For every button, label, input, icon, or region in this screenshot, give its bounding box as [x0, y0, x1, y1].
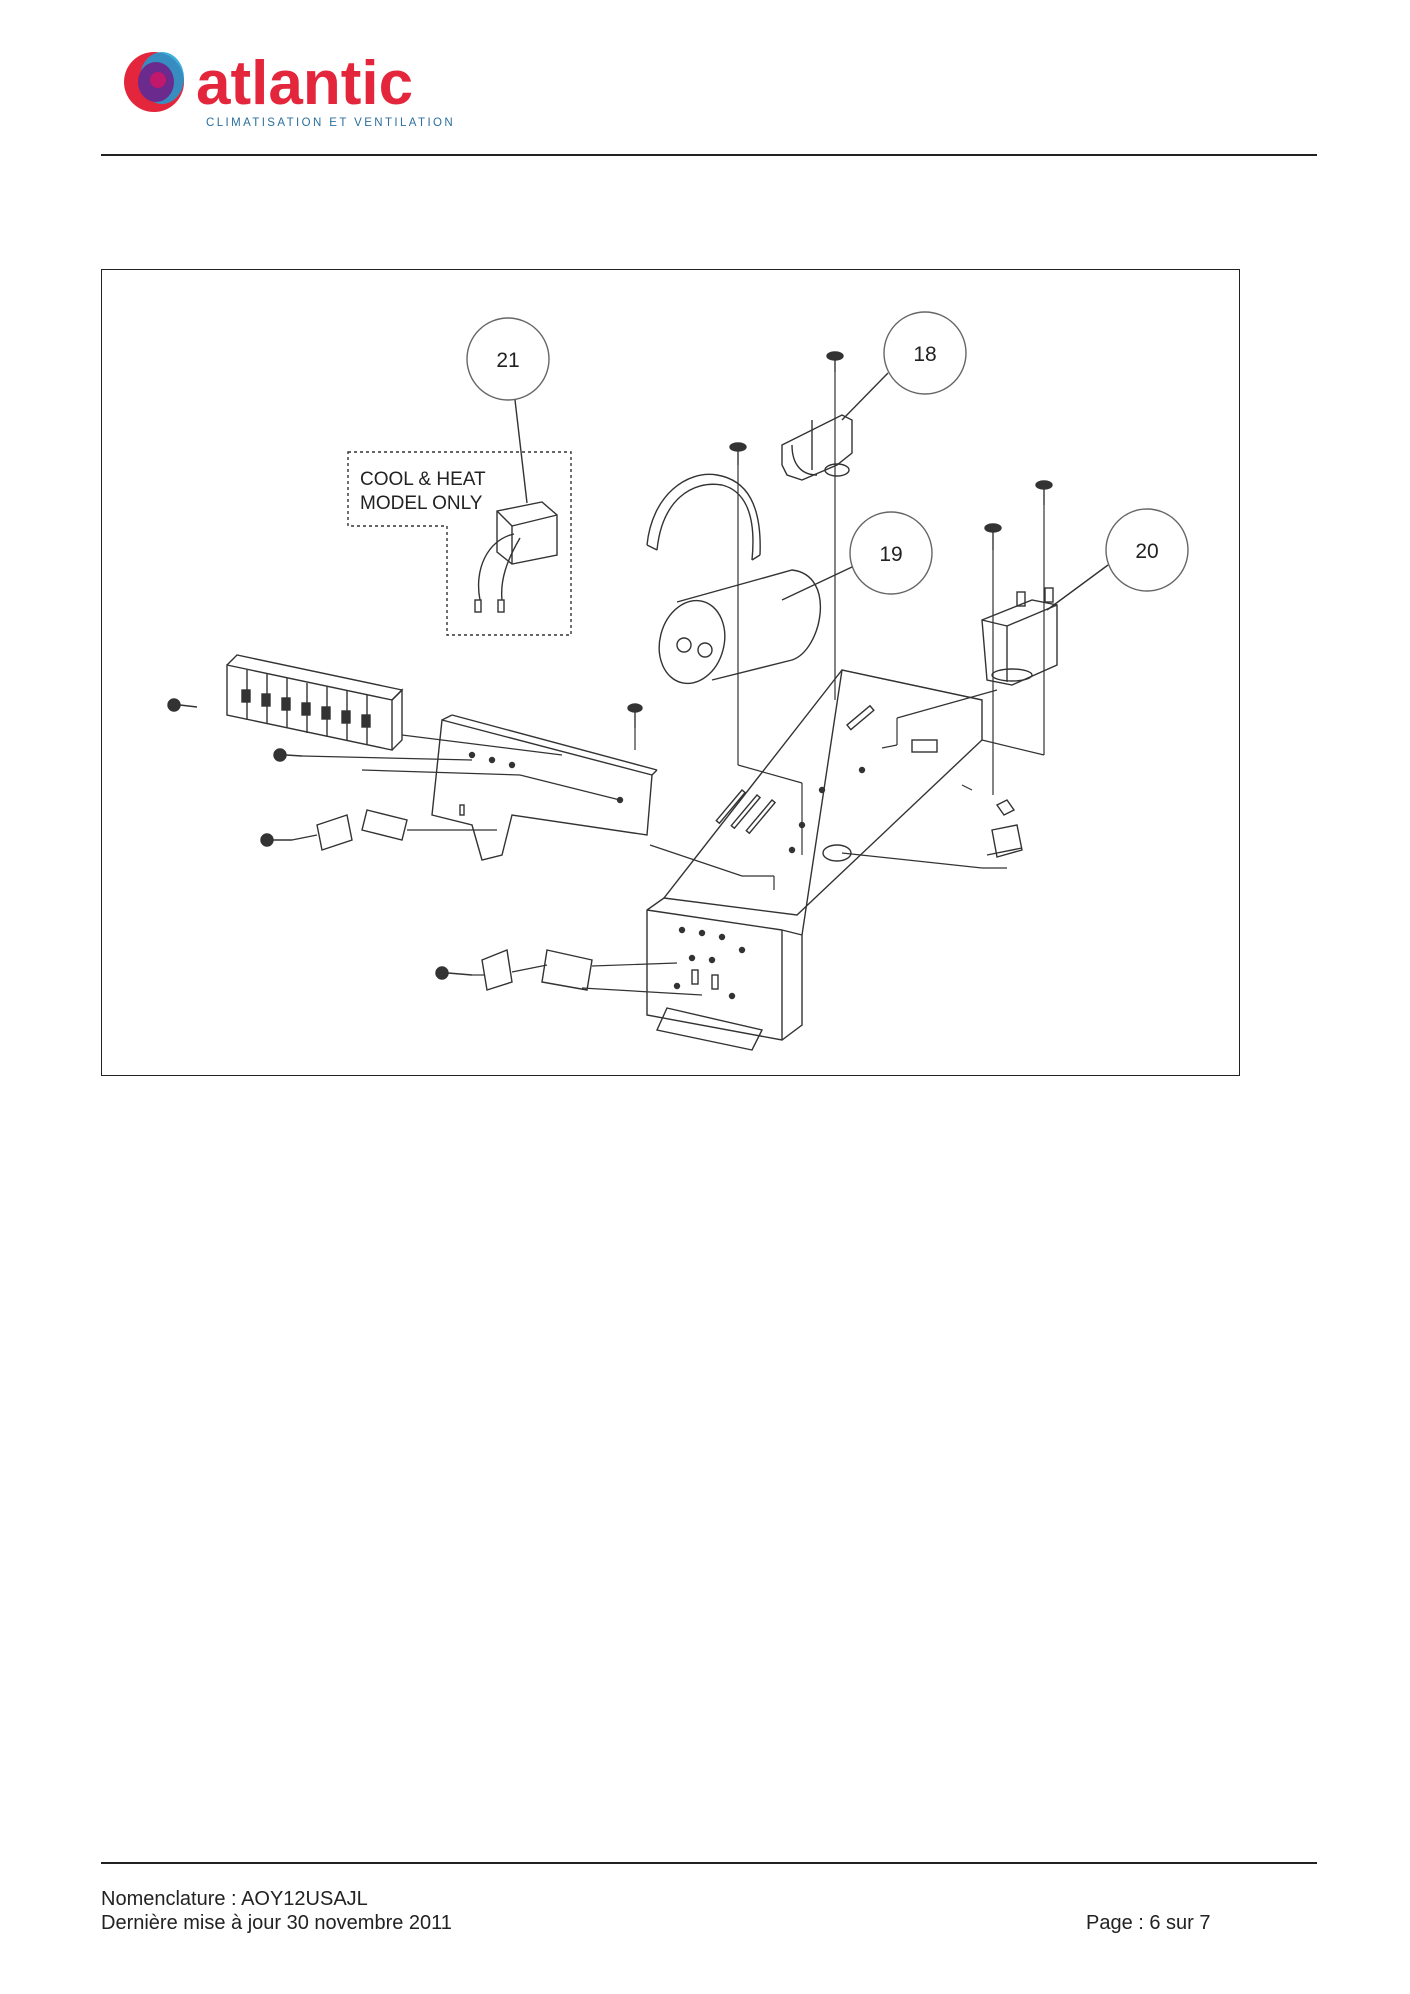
cool-heat-note: COOL & HEAT MODEL ONLY: [347, 451, 572, 636]
bracket-part-18: [781, 414, 853, 481]
callout-19: 19: [781, 511, 933, 601]
footer-last-updated: Dernière mise à jour 30 novembre 2011: [101, 1912, 452, 1934]
exploded-parts-diagram: 21 COOL & HEAT MODEL ONLY 18: [101, 269, 1240, 1076]
terminal-bracket: [431, 714, 658, 861]
callout-18: 18: [841, 311, 967, 421]
screw-terminal-b: [273, 748, 303, 762]
svg-text:COOL & HEAT: COOL & HEAT: [360, 469, 486, 490]
atlantic-logo: atlantic CLIMATISATION ET VENTILATION: [124, 49, 455, 129]
footer-rule: [101, 1862, 1317, 1864]
screw-terminal-c: [260, 833, 292, 847]
logo-mark-icon: [124, 52, 184, 112]
screw-20a: [984, 523, 1002, 550]
svg-text:18: 18: [913, 343, 936, 366]
screw-clamp-b: [435, 966, 473, 980]
fuse-holder: [986, 799, 1023, 858]
contactor-part-20: [981, 587, 1058, 686]
cable-clamp-b: [481, 949, 593, 991]
main-chassis: [646, 669, 983, 1051]
leader-lines: [291, 372, 1045, 996]
logo-wordmark: atlantic: [196, 49, 413, 118]
svg-text:19: 19: [879, 543, 902, 566]
footer-nomenclature: Nomenclature : AOY12USAJL: [101, 1888, 368, 1910]
screw-terminal-d: [627, 703, 643, 728]
svg-text:MODEL ONLY: MODEL ONLY: [360, 493, 483, 514]
screw-20b: [1035, 480, 1053, 505]
footer-page-number: Page : 6 sur 7: [1086, 1912, 1211, 1934]
svg-text:21: 21: [496, 349, 519, 372]
svg-text:20: 20: [1135, 540, 1158, 563]
header-rule: [101, 154, 1317, 156]
capacitor-clamp: [646, 473, 761, 561]
screw-18: [826, 351, 844, 372]
relay-part-21: [474, 501, 558, 613]
callout-20: 20: [1046, 508, 1189, 611]
logo-tagline: CLIMATISATION ET VENTILATION: [206, 117, 455, 129]
capacitor-part-19: [658, 569, 822, 685]
callout-21: 21: [466, 317, 550, 504]
screw-terminal-a: [167, 698, 198, 712]
screw-19: [729, 442, 747, 465]
cable-clamp-a: [316, 809, 408, 851]
terminal-block: [226, 654, 404, 751]
diagram-canvas: 21 COOL & HEAT MODEL ONLY 18: [167, 311, 1189, 1051]
